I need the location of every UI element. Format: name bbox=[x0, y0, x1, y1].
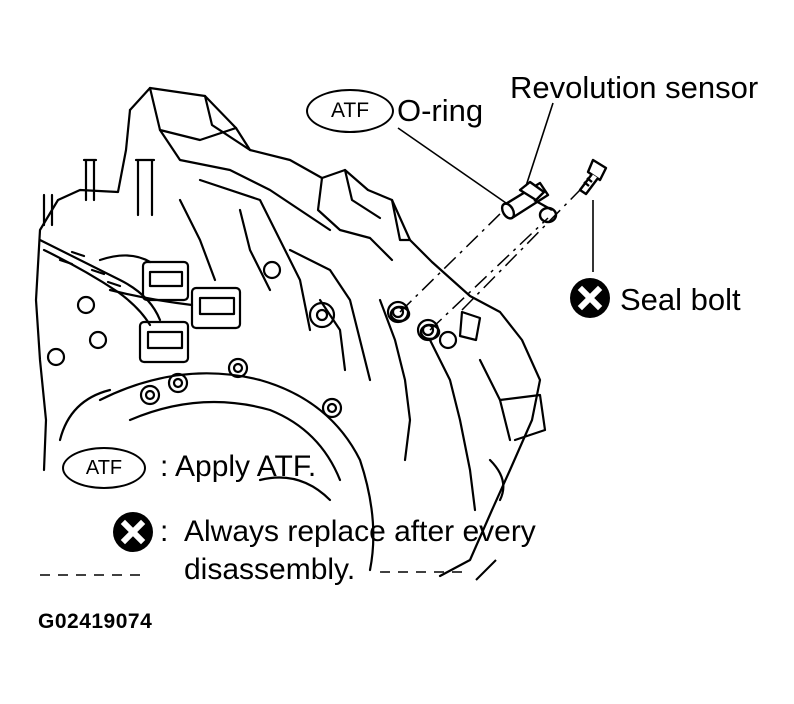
legend-apply-atf: : Apply ATF. bbox=[160, 450, 317, 483]
legend-replace-line1: Always replace after every bbox=[184, 515, 536, 548]
o-ring-label: O-ring bbox=[397, 93, 484, 128]
figure-code: G02419074 bbox=[38, 610, 153, 633]
x-circle-icon bbox=[570, 278, 610, 318]
x-circle-icon bbox=[113, 512, 153, 552]
seal-bolt-drawing bbox=[578, 158, 608, 196]
revolution-sensor-drawing bbox=[500, 180, 558, 224]
atf-badge-text: ATF bbox=[330, 99, 370, 122]
seal-bolt-label: Seal bolt bbox=[620, 282, 741, 317]
legend-replace-line2: disassembly. bbox=[184, 553, 356, 586]
legend-atf-badge-text: ATF bbox=[85, 456, 123, 479]
atf-badge-callout: ATF bbox=[306, 89, 394, 133]
revolution-sensor-label: Revolution sensor bbox=[510, 70, 759, 105]
atf-oval-icon: ATF bbox=[62, 447, 146, 489]
legend-replace-colon: : bbox=[160, 515, 169, 548]
